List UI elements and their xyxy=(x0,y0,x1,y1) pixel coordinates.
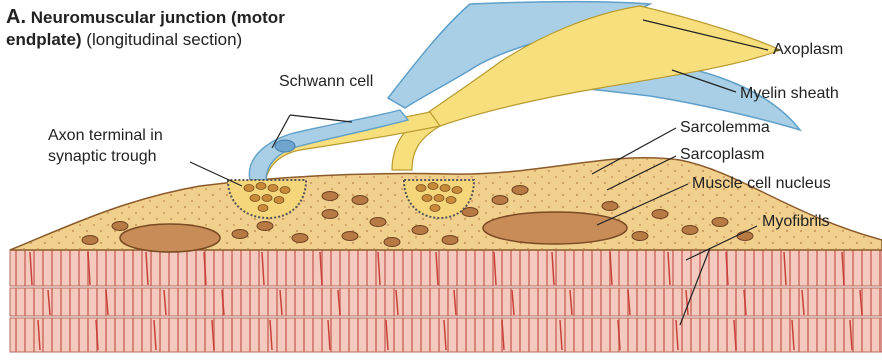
leader-axon-terminal xyxy=(190,162,242,186)
mitochondrion xyxy=(232,230,248,239)
diagram-title: A. Neuromuscular junction (motor endplat… xyxy=(6,6,336,51)
synaptic-vesicle xyxy=(256,183,266,190)
title-letter: A. xyxy=(6,6,26,28)
muscle-cell-nucleus-right xyxy=(483,212,627,244)
mitochondrion xyxy=(112,222,128,231)
synaptic-vesicle xyxy=(268,185,278,192)
synaptic-vesicle xyxy=(416,185,426,192)
label-myelin-sheath: Myelin sheath xyxy=(740,84,839,103)
label-muscle-cell-nucleus: Muscle cell nucleus xyxy=(692,174,831,193)
mitochondrion xyxy=(682,226,698,235)
label-axon-terminal-2: synaptic trough xyxy=(48,147,157,166)
mitochondrion xyxy=(342,232,358,241)
synaptic-vesicle xyxy=(258,205,268,212)
synaptic-vesicle xyxy=(430,205,440,212)
mitochondrion xyxy=(292,234,308,243)
mitochondrion xyxy=(384,238,400,247)
synaptic-vesicle xyxy=(440,185,450,192)
synaptic-vesicle xyxy=(280,187,290,194)
title-sub: (longitudinal section) xyxy=(86,30,242,49)
label-axon-terminal-1: Axon terminal in xyxy=(48,126,163,145)
leader-schwann-cell-a xyxy=(290,115,352,122)
mitochondrion xyxy=(602,202,618,211)
mitochondrion xyxy=(352,196,368,205)
label-sarcoplasm: Sarcoplasm xyxy=(680,145,764,164)
label-sarcolemma: Sarcolemma xyxy=(680,118,770,137)
synaptic-vesicle xyxy=(446,197,456,204)
mitochondrion xyxy=(257,222,273,231)
mitochondrion xyxy=(442,236,458,245)
synaptic-vesicle xyxy=(250,195,260,202)
mitochondrion xyxy=(652,210,668,219)
myofibril-band-1 xyxy=(10,250,882,286)
synaptic-vesicle xyxy=(428,183,438,190)
mitochondrion xyxy=(412,226,428,235)
muscle-cell-nucleus-left xyxy=(120,224,220,252)
mitochondrion xyxy=(512,186,528,195)
mitochondrion xyxy=(322,192,338,201)
mitochondrion xyxy=(322,210,338,219)
synaptic-vesicle xyxy=(434,195,444,202)
myofibril-band-2 xyxy=(10,288,882,316)
mitochondrion xyxy=(82,236,98,245)
synaptic-vesicle xyxy=(452,187,462,194)
label-schwann-cell: Schwann cell xyxy=(279,72,373,91)
mitochondrion xyxy=(370,218,386,227)
label-myofibrils: Myofibrils xyxy=(762,212,830,231)
mitochondrion xyxy=(737,232,753,241)
synaptic-vesicle xyxy=(244,185,254,192)
mitochondrion xyxy=(712,218,728,227)
myofibrils-group xyxy=(10,250,882,352)
synaptic-vesicle xyxy=(422,195,432,202)
synaptic-vesicle xyxy=(274,197,284,204)
mitochondrion xyxy=(492,196,508,205)
mitochondrion xyxy=(632,232,648,241)
schwann-cell-nucleus xyxy=(275,140,295,152)
label-axoplasm: Axoplasm xyxy=(773,40,843,59)
synaptic-vesicle xyxy=(262,195,272,202)
